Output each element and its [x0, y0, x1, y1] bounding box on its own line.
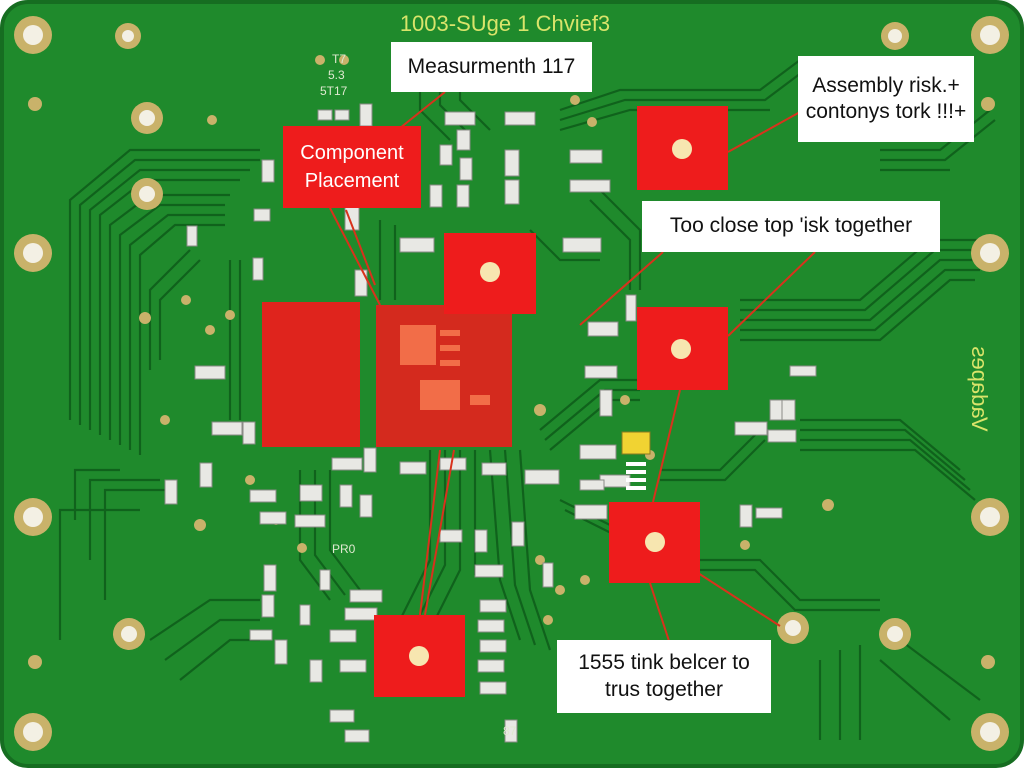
callout-tink-together: 1555 tink belcer to trus together [557, 640, 771, 713]
callout-measurement: Measurmenth 117 [391, 42, 592, 92]
callout-tink-line2: trus together [605, 677, 723, 701]
highlight-zones [262, 106, 728, 697]
component-placement-line1: Component [300, 142, 404, 164]
callout-tink-line1: 1555 tink belcer to [578, 651, 750, 675]
silk-mark-5t17: 5T17 [320, 84, 348, 98]
callout-too-close-text: Too close top 'isk together [669, 214, 913, 238]
silk-mark-pr0: PR0 [332, 542, 356, 556]
board-title: 1003-SUge 1 Chvief3 [399, 11, 611, 36]
silk-mark-87: 87 [503, 724, 517, 738]
callout-too-close: Too close top 'isk together [642, 201, 940, 252]
component-placement-line2: Placement [304, 170, 400, 192]
highlight-zone-left-block [262, 302, 360, 447]
copper-traces [58, 59, 996, 740]
vias [28, 55, 995, 669]
highlight-center-dots [409, 139, 692, 666]
side-marking: Vadapes [967, 346, 992, 432]
component-placement-box: Component Placement [283, 126, 421, 208]
callout-measurement-text: Measurmenth 117 [407, 54, 576, 78]
main-ic-detail [400, 325, 490, 410]
callout-assembly-line1: Assembly risk.+ [812, 73, 960, 97]
smd-components [164, 103, 817, 743]
mounting-holes [14, 16, 1009, 751]
silk-mark-5-3: 5.3 [328, 68, 345, 82]
callout-assembly-risk: Assembly risk.+ contonys tork !!!+ [798, 56, 974, 142]
callout-assembly-line2: contonys tork !!!+ [805, 100, 967, 123]
highlight-zone-main-ic [376, 305, 512, 447]
leader-lines [329, 91, 816, 706]
silk-mark-t7: T7 [332, 52, 347, 66]
